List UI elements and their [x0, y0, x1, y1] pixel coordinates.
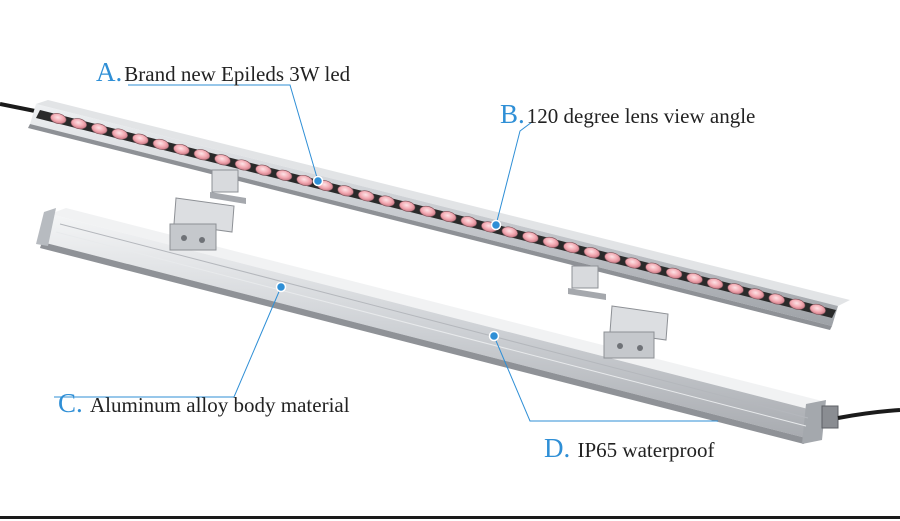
led-lens: [748, 288, 765, 300]
led-lens: [686, 272, 703, 285]
callout-label-a: A.Brand new Epileds 3W led: [96, 58, 350, 86]
led-lens: [419, 205, 436, 217]
led-lens: [768, 293, 785, 305]
led-lens: [460, 216, 477, 228]
callout-text-c: Aluminum alloy body material: [90, 393, 350, 417]
led-lens: [358, 190, 375, 202]
led-lens: [378, 195, 395, 207]
mount-bracket-top-left: [210, 169, 246, 204]
led-lens: [234, 159, 252, 171]
led-lens: [132, 133, 149, 145]
callout-dot-b: [490, 219, 502, 231]
cable-gland-right: [821, 405, 839, 429]
led-row: [50, 113, 826, 315]
led-lens: [706, 278, 724, 290]
led-lens: [70, 118, 87, 130]
led-lens: [337, 185, 354, 197]
led-lens: [645, 262, 662, 274]
callout-text-a: Brand new Epileds 3W led: [124, 62, 351, 86]
led-lens: [152, 138, 170, 150]
callout-dot-d: [488, 330, 500, 342]
led-lens: [583, 247, 601, 259]
callout-letter-c: C.: [58, 388, 83, 418]
led-lens: [624, 257, 642, 269]
led-lens: [542, 236, 560, 248]
callout-letter-b: B.: [500, 99, 525, 129]
led-lens: [275, 169, 293, 181]
led-lens: [50, 113, 67, 125]
callout-letter-d: D.: [544, 433, 571, 463]
led-bar-top: [28, 100, 850, 330]
mount-bracket-bottom-right: [603, 305, 669, 359]
led-lens: [563, 241, 580, 254]
callout-letter-a: A.: [96, 57, 123, 87]
led-lens: [440, 211, 457, 223]
led-lens: [665, 267, 683, 279]
led-lens: [173, 143, 190, 156]
callout-lines: [54, 84, 718, 422]
callout-label-b: B.120 degree lens view angle: [500, 100, 755, 128]
led-lens: [193, 149, 211, 161]
callout-label-d: D. IP65 waterproof: [544, 434, 715, 462]
led-lens: [522, 231, 539, 243]
power-cable-right: [837, 408, 900, 420]
led-lens: [399, 200, 416, 212]
callout-text-b: 120 degree lens view angle: [526, 104, 756, 128]
led-lens: [604, 252, 621, 264]
led-lens: [111, 128, 128, 140]
callout-dot-c: [275, 281, 287, 293]
callout-line-d: [493, 335, 718, 422]
led-lens: [296, 174, 313, 187]
led-lens: [809, 303, 826, 315]
callout-dot-a: [312, 175, 324, 187]
callout-line-b: [495, 121, 533, 226]
led-lens: [727, 283, 744, 295]
callout-label-c: C. Aluminum alloy body material: [58, 389, 350, 417]
aluminum-bar-bottom: [36, 208, 826, 444]
led-lens: [789, 298, 806, 310]
callout-line-c: [54, 286, 282, 398]
callout-line-a: [128, 84, 319, 182]
led-lens: [214, 154, 231, 166]
callout-dots: [275, 175, 502, 342]
callout-text-d: IP65 waterproof: [577, 438, 715, 462]
mount-bracket-top-right: [568, 265, 606, 300]
led-lens: [501, 226, 518, 238]
mount-bracket-bottom-left: [169, 197, 235, 251]
led-lens: [91, 123, 108, 135]
led-lens: [255, 164, 272, 176]
bottom-divider: [0, 516, 900, 519]
